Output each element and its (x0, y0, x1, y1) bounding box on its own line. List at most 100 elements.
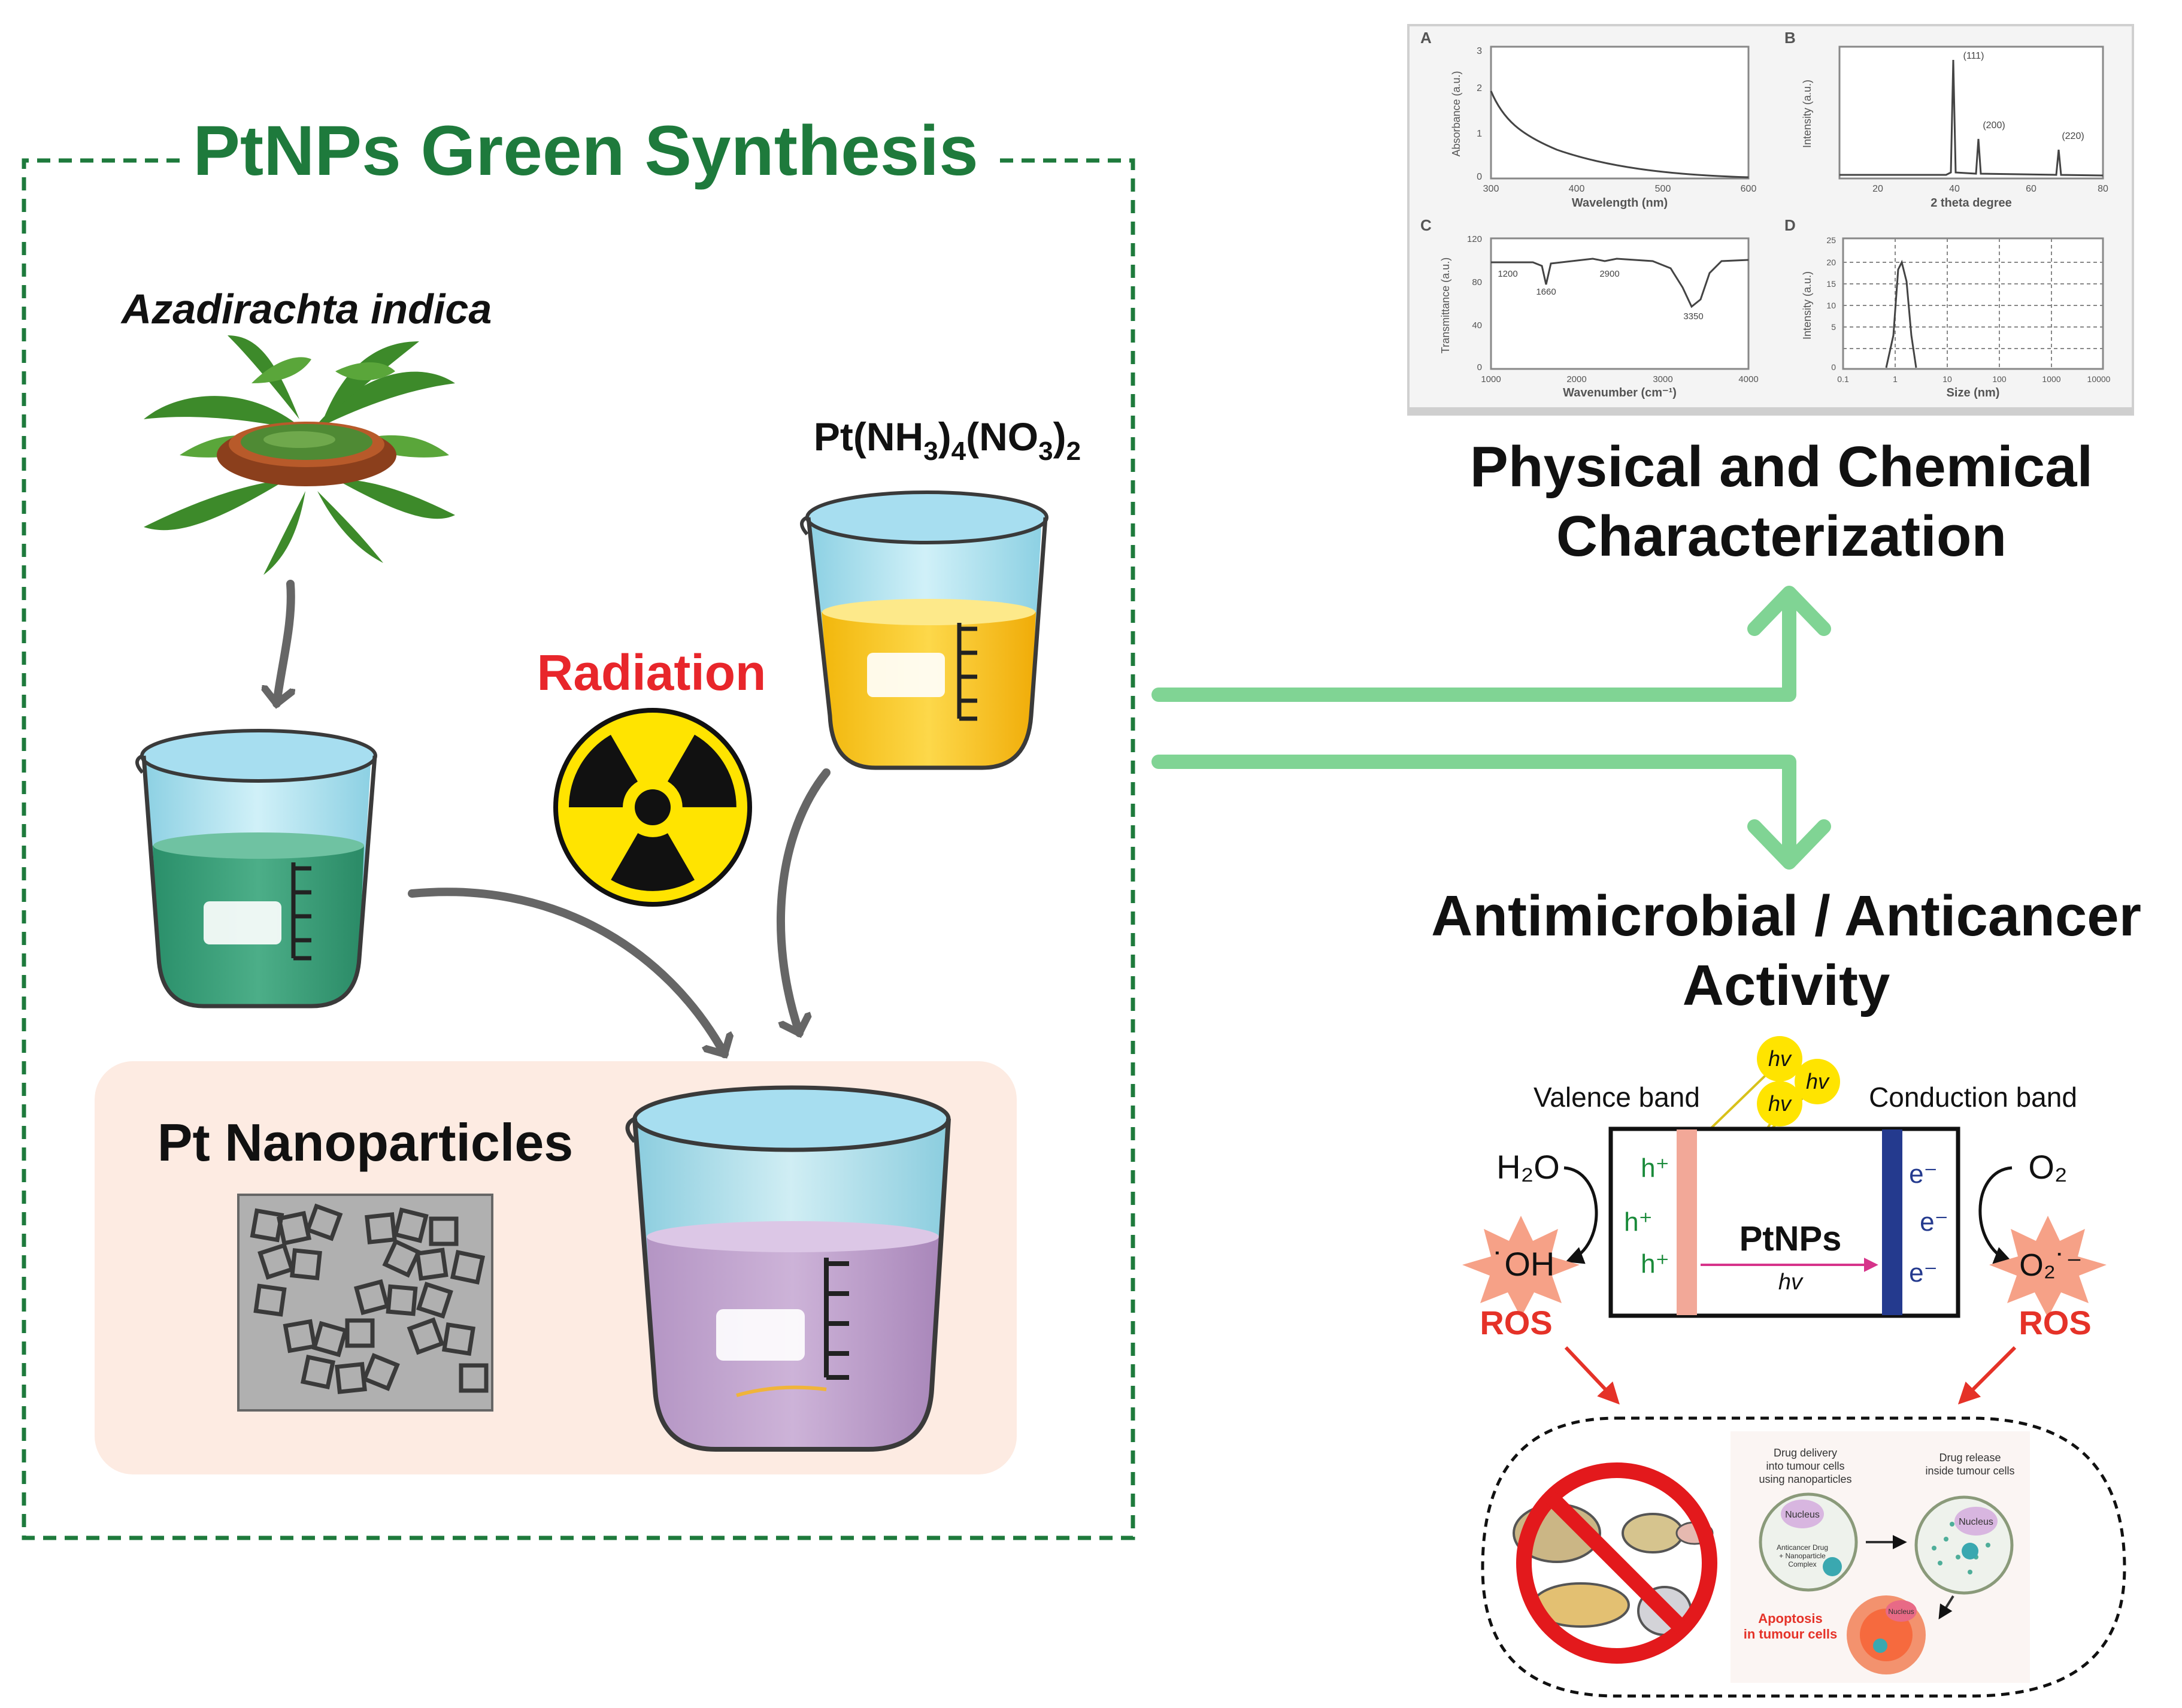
plant-extract-beaker (135, 729, 377, 1009)
panel-d-xtick: 0.1 (1837, 374, 1849, 384)
svg-text:hv: hv (1806, 1069, 1830, 1094)
photocatalysis-diagram: hv hv hv Valence band Conduction band h⁺… (1462, 1036, 2107, 1405)
photon-icon: hv (1757, 1036, 1802, 1082)
photon-icon: hv (1757, 1081, 1802, 1126)
complex-label: + Nanoparticle (1779, 1552, 1826, 1560)
panel-d-ytick: 0 (1831, 362, 1836, 372)
panel-d-xtick: 10000 (2087, 374, 2111, 384)
panel-d-xlabel: Size (nm) (1947, 386, 2000, 399)
ros-arrow-left (1564, 1346, 1620, 1405)
antimicrobial-icon (1513, 1462, 1717, 1664)
electron-label: e⁻ (1909, 1159, 1938, 1189)
panel-c-ytick: 120 (1467, 234, 1482, 244)
svg-text:hv: hv (1768, 1091, 1792, 1116)
panel-c-ytick: 80 (1472, 277, 1482, 287)
complex-label: Complex (1788, 1560, 1816, 1568)
drug-delivery-illustration: Drug delivery into tumour cells using na… (1731, 1431, 2030, 1683)
panel-a-ytick: 2 (1477, 83, 1482, 93)
valence-band-label: Valence band (1534, 1082, 1700, 1113)
product-label: Pt Nanoparticles (157, 1113, 573, 1172)
hydroxyl-label: ˙OH (1493, 1245, 1555, 1283)
electron-label: e⁻ (1920, 1207, 1948, 1237)
uv-vis-panel: A Absorbance (a.u.) 3 2 1 0 300 400 500 … (1420, 29, 1756, 210)
neem-leaves-illustration (144, 335, 455, 575)
drug-release-step2: Drug release (1939, 1452, 2001, 1464)
panel-a-ylabel: Absorbance (a.u.) (1450, 71, 1462, 156)
panel-b-ylabel: Intensity (a.u.) (1801, 80, 1813, 148)
panel-d-ytick: 20 (1826, 258, 1836, 267)
conduction-band-label: Conduction band (1869, 1082, 2077, 1113)
ros-label-left: ROS (1480, 1304, 1552, 1341)
synthesis-dashed-border (22, 158, 1135, 1540)
svg-text:hv: hv (1768, 1046, 1792, 1071)
synthesis-panel: PtNPs Green Synthesis Azadirachta indica (22, 111, 1135, 1540)
water-label: H₂O (1496, 1148, 1560, 1186)
conduction-band-bar (1882, 1129, 1902, 1315)
panel-d-ytick: 5 (1831, 322, 1836, 332)
apoptosis-label: in tumour cells (1744, 1627, 1837, 1642)
panel-d-xtick: 100 (1992, 374, 2007, 384)
dls-distribution (1885, 259, 1917, 368)
xrd-peak-220: (220) (2062, 131, 2084, 141)
panel-c-xtick: 4000 (1738, 374, 1758, 384)
panel-d-ylabel: Intensity (a.u.) (1801, 271, 1813, 340)
hole-label: h⁺ (1641, 1249, 1669, 1279)
characterization-figure: A Absorbance (a.u.) 3 2 1 0 300 400 500 … (1407, 24, 2134, 416)
ptnps-center-label: PtNPs (1739, 1219, 1842, 1258)
biological-effects: Drug delivery into tumour cells using na… (1481, 1416, 2126, 1698)
ros-label-right: ROS (2019, 1304, 2091, 1341)
characterization-title-line2: Characterization (1556, 504, 2007, 568)
radiation-hazard-icon (553, 708, 752, 907)
precursor-beaker (800, 490, 1048, 770)
panel-c-ytick: 0 (1477, 362, 1482, 373)
ftir-annotation: 2900 (1599, 269, 1619, 279)
panel-c-ylabel: Transmittance (a.u.) (1439, 258, 1451, 353)
arrow-to-characterization-head (1747, 586, 1831, 636)
panel-d-xtick: 10 (1942, 374, 1952, 384)
workflow-arrows (1151, 586, 1831, 870)
panel-b-xtick: 60 (2026, 184, 2036, 194)
panel-c-xtick: 3000 (1653, 374, 1672, 384)
xrd-panel: B (111) (200) (220) Intensity (a.u.) 20 … (1784, 29, 2108, 210)
panel-d-ytick: 15 (1826, 279, 1836, 289)
xrd-pattern (1839, 59, 2104, 177)
hole-label: h⁺ (1641, 1153, 1669, 1183)
ftir-spectrum (1491, 258, 1749, 308)
valence-band-bar (1677, 1129, 1697, 1315)
panel-a-letter: A (1420, 29, 1432, 47)
nucleus-label: Nucleus (1785, 1510, 1820, 1520)
ptnps-hv-label: hv (1778, 1270, 1804, 1295)
nucleus-label: Nucleus (1959, 1517, 1993, 1527)
activity-title-line2: Activity (1683, 953, 1890, 1017)
complex-label: Anticancer Drug (1777, 1543, 1828, 1552)
arrow-leaves-to-extract (277, 580, 291, 704)
arrow-to-characterization (1151, 592, 1796, 702)
hydroxyl-burst (1462, 1216, 1580, 1318)
synthesis-title: PtNPs Green Synthesis (193, 111, 978, 190)
superoxide-label: O₂˙⁻ (2019, 1248, 2082, 1283)
ros-arrow-right (1957, 1346, 2017, 1405)
panel-a-ytick: 0 (1477, 172, 1482, 182)
xrd-peak-200: (200) (1983, 120, 2005, 131)
panel-c-letter: C (1420, 216, 1432, 234)
arrow-extract-to-product (408, 888, 725, 1054)
ftir-annotation: 1200 (1498, 269, 1517, 279)
characterization-title-line1: Physical and Chemical (1470, 435, 2093, 499)
panel-b-xtick: 20 (1872, 184, 1883, 194)
electron-label: e⁻ (1909, 1258, 1938, 1288)
water-to-hydroxyl-arrow (1563, 1166, 1598, 1264)
panel-d-ytick: 25 (1826, 235, 1836, 245)
panel-b-xtick: 80 (2098, 184, 2108, 194)
panel-a-ytick: 1 (1477, 129, 1482, 139)
superoxide-burst (1989, 1216, 2107, 1318)
nucleus-label: Nucleus (1888, 1607, 1914, 1616)
panel-d-ytick: 10 (1826, 301, 1836, 310)
apoptosis-label: Apoptosis (1758, 1611, 1823, 1626)
ftir-annotation: 3350 (1683, 311, 1703, 322)
panel-a-xtick: 500 (1655, 184, 1671, 194)
panel-b-xlabel: 2 theta degree (1931, 196, 2012, 210)
photon-icon: hv (1795, 1059, 1840, 1104)
panel-c-xlabel: Wavenumber (cm⁻¹) (1563, 386, 1677, 399)
drug-release-step2: inside tumour cells (1925, 1465, 2014, 1477)
dls-panel: D Intensity (a.u.) 25 20 15 10 5 0 0.1 (1784, 216, 2111, 399)
